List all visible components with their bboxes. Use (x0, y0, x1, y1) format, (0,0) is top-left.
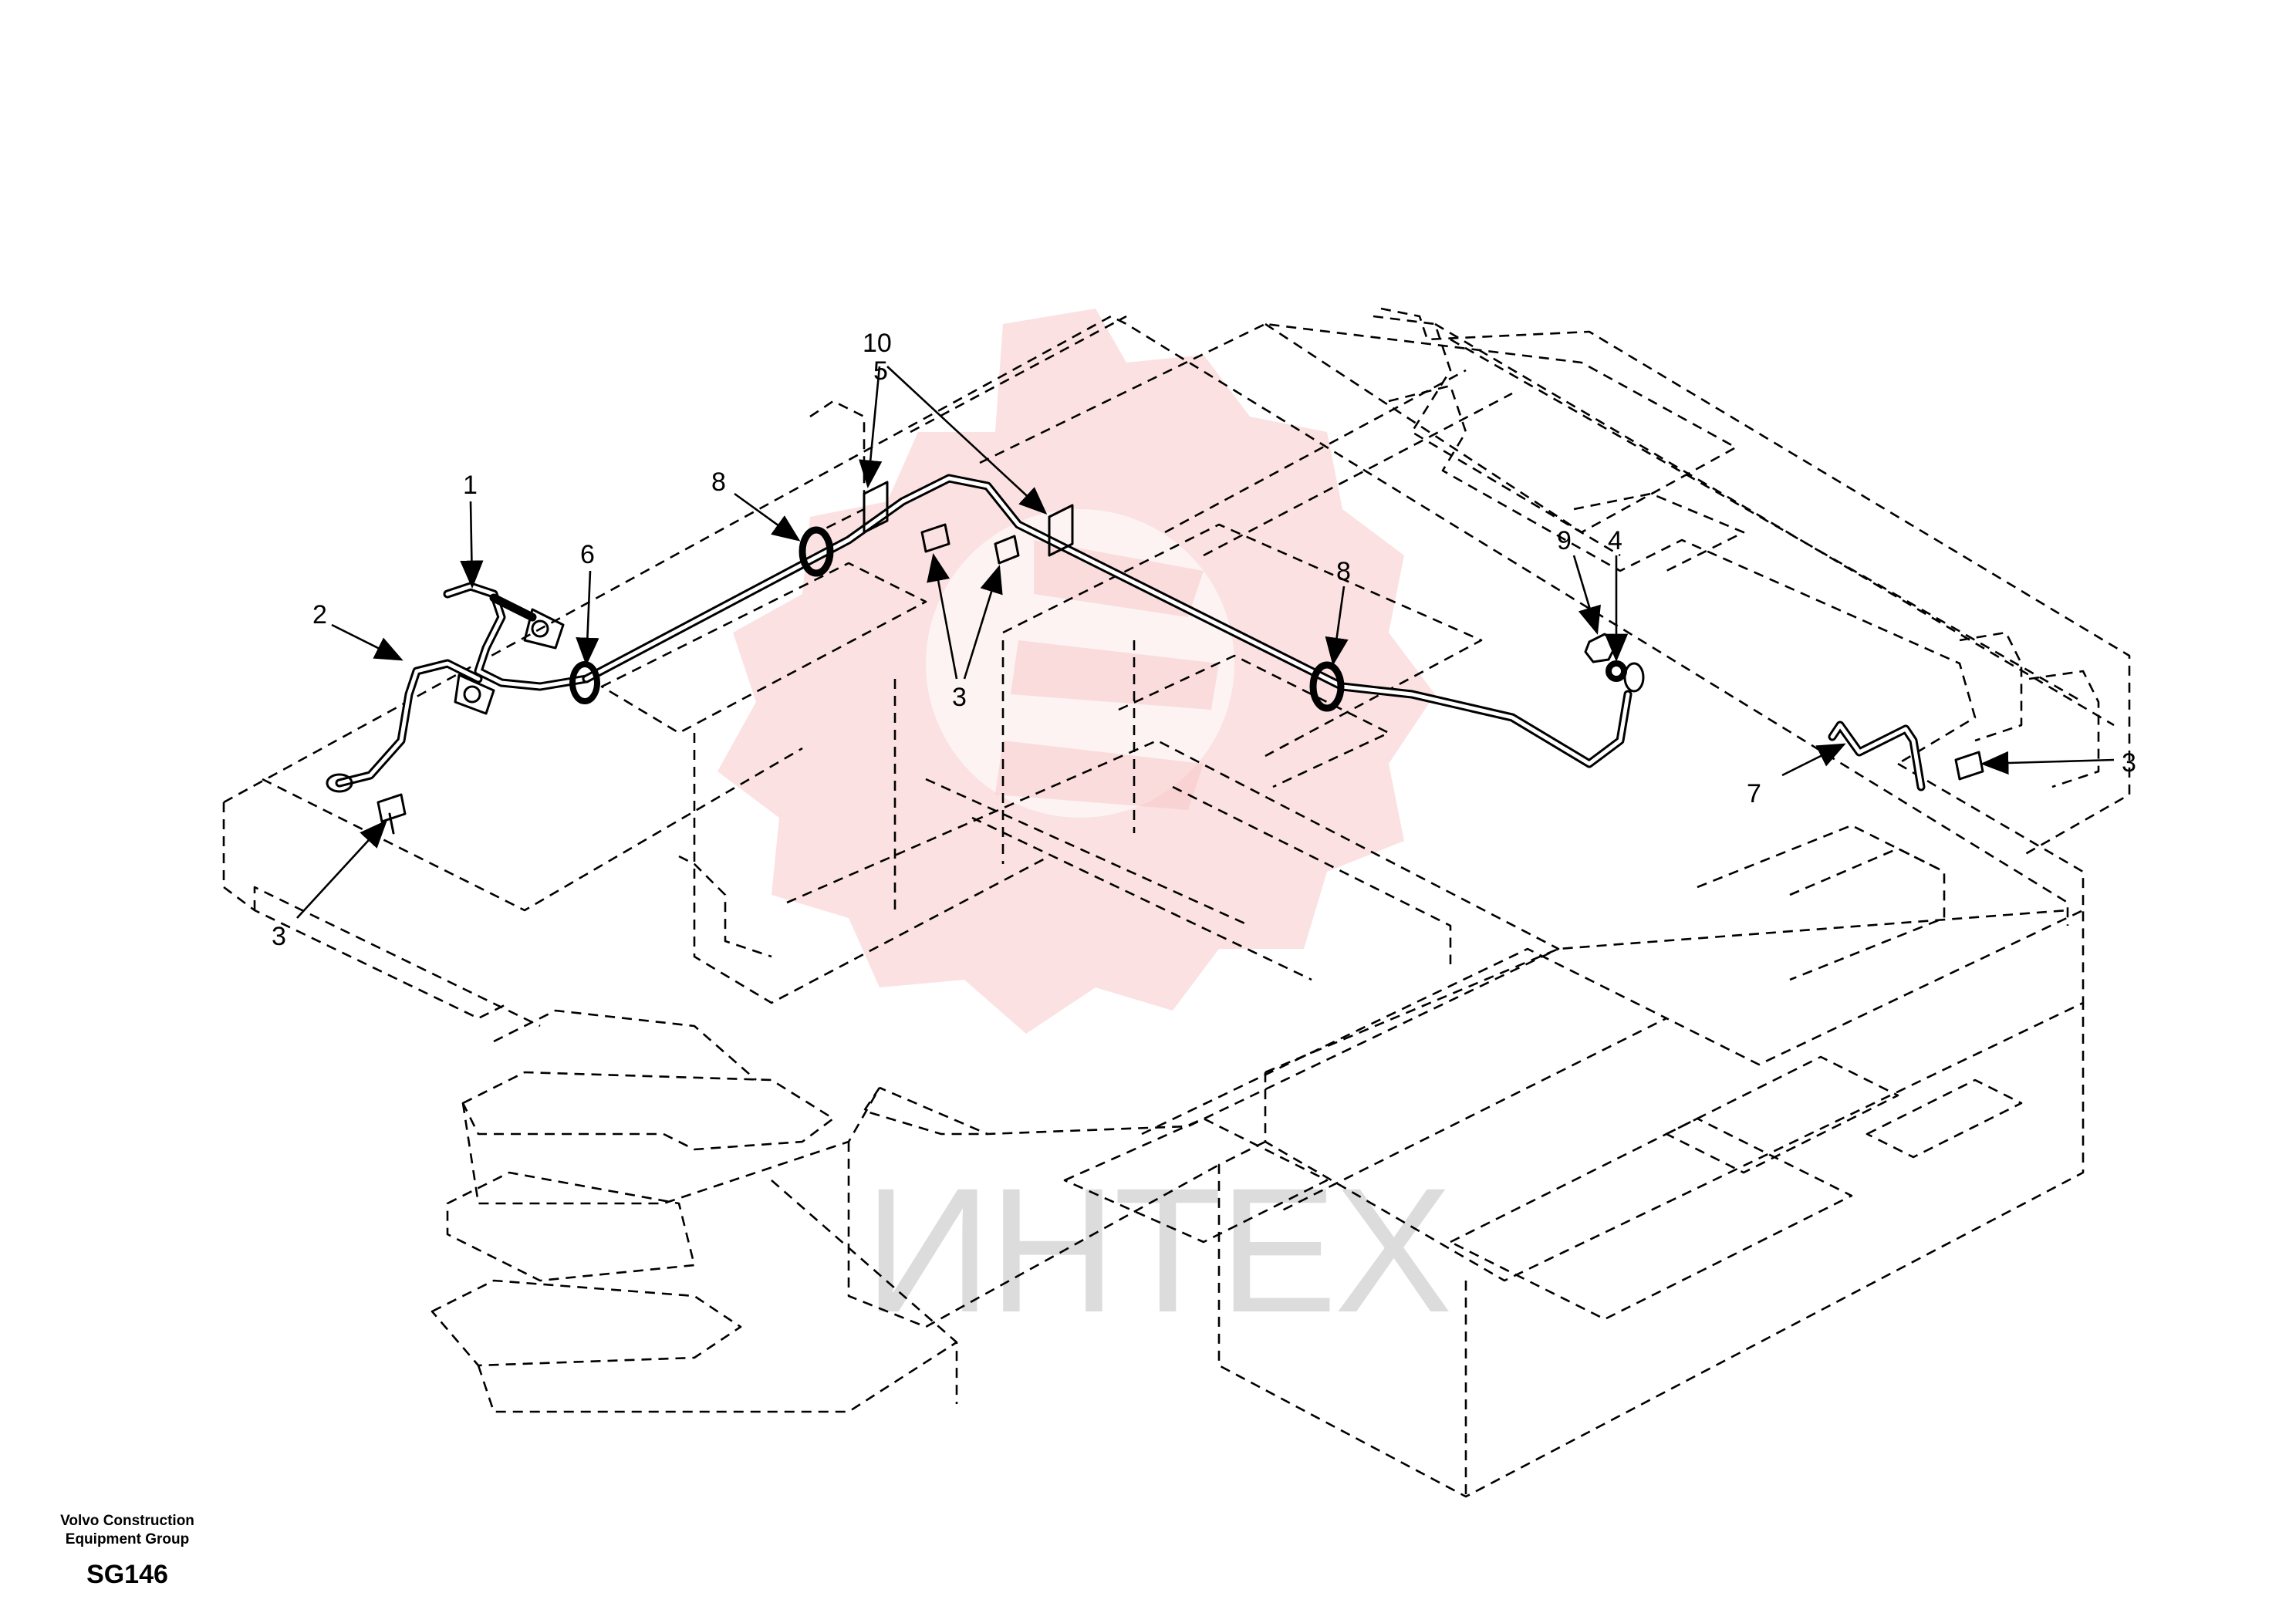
callout-4: 4 (1608, 526, 1622, 555)
callout-10: 10 (863, 329, 892, 358)
watermark-gear-icon (718, 309, 1435, 1034)
callout-8-left: 8 (711, 467, 726, 497)
org-line-1: Volvo Construction (60, 1513, 194, 1529)
callout-2: 2 (312, 600, 327, 629)
upper-frame-outline (222, 307, 2131, 1498)
footer: Volvo Construction Equipment Group SG146 (0, 1512, 255, 1590)
callout-7: 7 (1747, 779, 1761, 808)
battery-cable-1 (443, 582, 591, 691)
callout-3-center: 3 (952, 683, 967, 712)
callout-3-left: 3 (272, 922, 286, 951)
watermark-text: ИНТЕХ (864, 1151, 1450, 1349)
battery-cable-2 (326, 659, 495, 793)
callout-3-right: 3 (2122, 748, 2136, 778)
callout-6: 6 (580, 540, 595, 569)
callout-1: 1 (463, 471, 478, 500)
diagram-code: SG146 (86, 1560, 168, 1589)
callouts: 1 2 6 8 10 5 3 8 9 4 7 3 3 (272, 329, 2136, 951)
callout-9: 9 (1557, 526, 1572, 555)
org-line-2: Equipment Group (65, 1531, 190, 1547)
jumper-bar (1828, 721, 1926, 791)
callout-5: 5 (873, 356, 888, 386)
leader-arrows (296, 366, 2115, 919)
callout-8-right: 8 (1336, 557, 1351, 586)
